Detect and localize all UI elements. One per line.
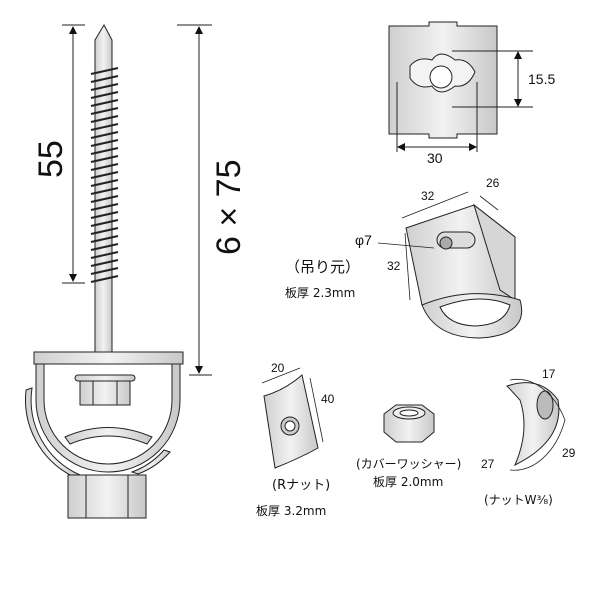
r-nut-width-dim: 20 xyxy=(271,361,285,375)
nut-w-top-dim: 17 xyxy=(542,367,556,381)
r-nut-name: (Rナット) xyxy=(272,478,331,493)
r-nut-length-dim: 40 xyxy=(321,392,335,406)
plate-width-dim: 30 xyxy=(427,150,443,166)
hanger-hole-dim: φ7 xyxy=(355,232,372,248)
cover-washer-name: (カバーワッシャー) xyxy=(356,457,462,471)
hanger-assembly-side xyxy=(24,351,184,519)
plate-top-view xyxy=(388,21,533,152)
hanger-iso-view xyxy=(377,191,522,339)
cover-washer-thickness: 板厚 2.0mm xyxy=(373,475,444,489)
bolt-spec-label: 6 × 75 xyxy=(210,159,248,255)
self-drilling-bolt xyxy=(62,23,212,376)
r-nut-drawing xyxy=(261,367,324,469)
hanger-depth-dim: 26 xyxy=(486,176,500,190)
plate-height-dim: 15.5 xyxy=(528,71,556,87)
hanger-thickness: 板厚 2.3mm xyxy=(285,286,356,300)
nut-w-side-dim: 29 xyxy=(562,446,576,460)
hanger-width-dim: 32 xyxy=(421,189,435,203)
r-nut-thickness: 板厚 3.2mm xyxy=(256,504,327,518)
hanger-name: （吊り元） xyxy=(285,258,361,276)
nut-w-name: (ナットW³⁄₈) xyxy=(484,493,553,507)
hanger-height-dim: 32 xyxy=(387,259,401,273)
nut-w-bottom-dim: 27 xyxy=(481,457,495,471)
nut-w-drawing xyxy=(506,378,566,471)
cover-washer-drawing xyxy=(383,404,435,443)
thread-length-label: 55 xyxy=(32,140,70,178)
